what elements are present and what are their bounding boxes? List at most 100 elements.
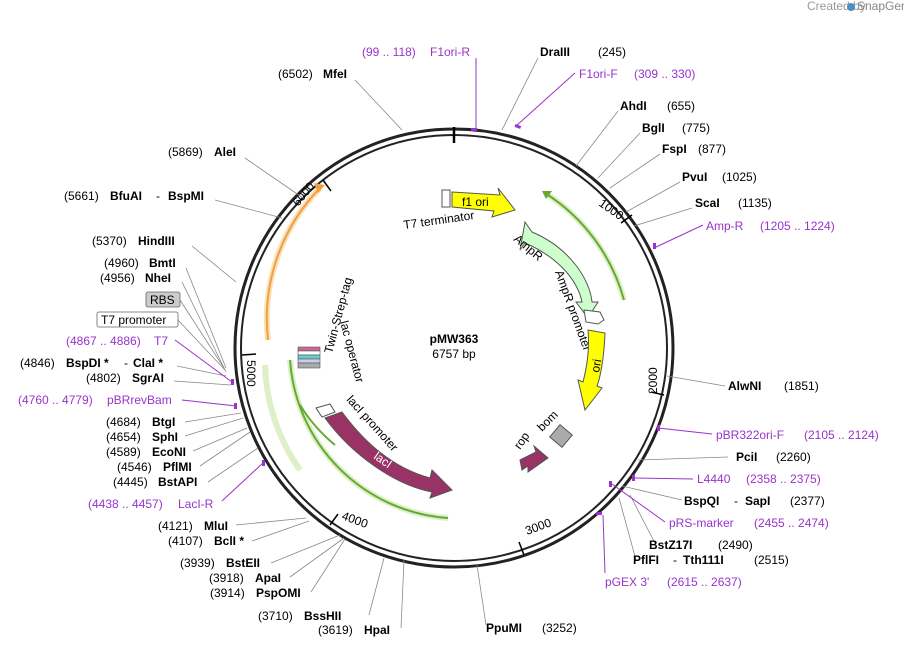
enzyme-mlui-pos: (4121) [158, 519, 193, 533]
primer-laci-r: LacI-R [178, 497, 214, 511]
primer-marks [231, 124, 660, 515]
enzyme-fspi: FspI [662, 142, 687, 156]
enzyme-hindiii: HindIII [138, 234, 175, 248]
primer-prs-marker: pRS-marker [669, 516, 734, 530]
ori-arrow [577, 329, 606, 412]
t7-promoter-label: T7 promoter [101, 313, 166, 327]
enzyme-hindiii-pos: (5370) [92, 234, 127, 248]
enzyme-sapi: SapI [745, 494, 770, 508]
enzyme-bsteii-pos: (3939) [180, 556, 215, 570]
enzyme-pflmi-pos: (4546) [117, 460, 152, 474]
enzyme-sgrai-pos: (4802) [86, 371, 121, 385]
bom-box [549, 424, 573, 448]
enzyme-alwni-pos: (1851) [784, 379, 819, 393]
enzyme-bsteii: BstEII [226, 556, 260, 570]
snapgene-logo-icon [847, 3, 855, 11]
laci-arrow [324, 411, 453, 499]
rop-arrow [519, 444, 549, 473]
t7-promoter-box [96, 311, 179, 328]
rbs-leader [179, 299, 225, 369]
enzyme-bfuai: BfuAI [110, 189, 142, 203]
rbs-label: RBS [150, 293, 175, 307]
primer-prs-marker-range: (2455 .. 2474) [754, 516, 829, 530]
primer-pgex3: pGEX 3' [605, 575, 649, 589]
enzyme-bfuai-pos: (5661) [64, 189, 99, 203]
f1-ori-arrow [451, 187, 516, 218]
orange-arc [265, 187, 321, 341]
enzyme-separator-3: - [734, 494, 738, 508]
primer-pgex3-range: (2615 .. 2637) [667, 575, 742, 589]
enzyme-bsshii: BssHII [304, 609, 341, 623]
laci-arc [289, 359, 449, 519]
enzyme-mfei-pos: (6502) [278, 67, 313, 81]
enzyme-leader-lines [173, 57, 729, 629]
enzyme-mlui: MluI [204, 519, 228, 533]
enzyme-nhei-pos: (4956) [100, 271, 135, 285]
rop-label: rop [511, 429, 533, 452]
enzyme-alei-pos: (5869) [168, 145, 203, 159]
enzyme-pvui-pos: (1025) [722, 170, 757, 184]
plasmid-length: 6757 bp [432, 347, 476, 361]
tick-label-2000: 2000 [646, 367, 660, 394]
primer-pbrrevbam-range: (4760 .. 4779) [18, 393, 93, 407]
primer-l4440-range: (2358 .. 2375) [746, 472, 821, 486]
enzyme-btgi-pos: (4684) [106, 415, 141, 429]
enzyme-bspdi: BspDI * [66, 356, 109, 370]
tick-label-4000: 4000 [340, 509, 370, 531]
amp-arc-head [542, 191, 552, 199]
enzyme-pcii-pos: (2260) [776, 450, 811, 464]
primer-amp-r-range: (1205 .. 1224) [760, 219, 835, 233]
enzyme-bcli-pos: (4107) [168, 534, 203, 548]
enzyme-scai: ScaI [695, 196, 720, 210]
enzyme-ahdi-pos: (655) [667, 99, 695, 113]
enzyme-bgli: BglI [642, 121, 665, 135]
enzyme-nhei: NheI [145, 271, 171, 285]
enzyme-btgi: BtgI [152, 415, 175, 429]
enzyme-bstz17i-pos: (2490) [718, 538, 753, 552]
enzyme-bcli: BclI * [214, 534, 244, 548]
primer-f1ori-r-range: (99 .. 118) [362, 45, 416, 59]
enzyme-bspmi: BspMI [168, 189, 204, 203]
enzyme-pflmi: PflMI [163, 460, 192, 474]
enzyme-pvui: PvuI [682, 170, 707, 184]
enzyme-alei: AleI [214, 145, 236, 159]
laci-arc-halo [287, 359, 449, 521]
amp-arc [544, 192, 625, 301]
primer-l4440: L4440 [697, 472, 731, 486]
enzyme-apai: ApaI [255, 571, 281, 585]
enzyme-bspdi-pos: (4846) [20, 356, 55, 370]
enzyme-separator-4: - [673, 553, 677, 567]
enzyme-draiii: DraIII [540, 45, 570, 59]
primer-leader-lines [174, 58, 713, 574]
primer-pbrrevbam: pBRrevBam [107, 393, 172, 407]
enzyme-mfei: MfeI [323, 67, 347, 81]
tick-label-1000: 1000 [596, 196, 626, 223]
primer-f1ori-f-range: (309 .. 330) [634, 67, 695, 81]
enzyme-clai: ClaI * [133, 356, 163, 370]
tick-label-5000: 5000 [244, 360, 258, 387]
orange-arc-head [314, 183, 325, 193]
tick-marks [241, 179, 665, 556]
enzyme-sphi: SphI [152, 430, 178, 444]
enzyme-bstapi: BstAPI [158, 475, 197, 489]
green-arc2 [299, 404, 336, 446]
enzyme-hpai-pos: (3619) [318, 623, 353, 637]
enzyme-bspqi: BspQI [684, 494, 719, 508]
ori-label: ori [588, 358, 604, 374]
t7-terminator-label: T7 terminator [402, 208, 475, 232]
primer-t7: T7 [154, 334, 168, 348]
enzyme-ahdi: AhdI [620, 99, 647, 113]
enzyme-pspomi: PspOMI [256, 586, 301, 600]
enzyme-bmti: BmtI [149, 256, 176, 270]
enzyme-ppumi: PpuMI [486, 621, 522, 635]
primer-f1ori-f: F1ori-F [579, 67, 618, 81]
enzyme-hpai: HpaI [364, 623, 390, 637]
ampr-promoter-arrow [583, 309, 605, 325]
enzyme-apai-pos: (3918) [209, 571, 244, 585]
mcs-feature-stack [297, 346, 321, 369]
primer-amp-r: Amp-R [706, 219, 744, 233]
enzyme-alwni: AlwNI [728, 379, 761, 393]
enzyme-bmti-pos: (4960) [104, 256, 139, 270]
t7-terminator-icon [441, 189, 451, 208]
